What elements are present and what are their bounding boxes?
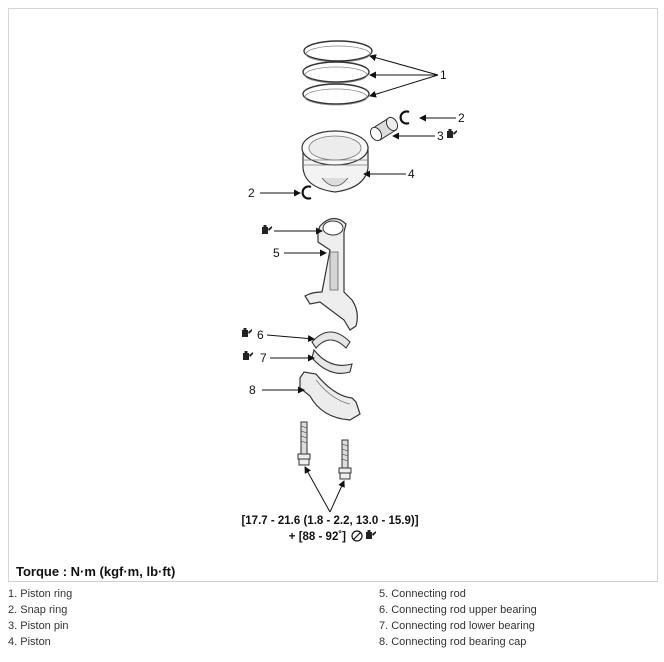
connecting-rod-bolts [297,421,352,480]
callout-7: 7 [260,351,267,365]
divider [8,581,658,582]
connecting-rod-upper-bearing [311,331,351,349]
legend-item: 1. Piston ring [8,588,73,600]
torque-spec-line-2: + [88 - 92˚] [289,531,346,543]
legend-item: 8. Connecting rod bearing cap [379,636,527,648]
callout-2a: 2 [458,111,465,125]
piston [301,130,369,193]
torque-caption: Torque : N·m (kgf·m, lb·ft) [16,564,176,579]
piston-pin [369,116,399,142]
oil-can-icon [447,129,457,138]
legend-right: 5. Connecting rod 6. Connecting rod uppe… [379,586,537,650]
legend-item: 7. Connecting rod lower bearing [379,620,535,632]
connecting-rod-bearing-cap [299,371,361,421]
legend-item: 5. Connecting rod [379,588,466,600]
callout-2b: 2 [248,186,255,200]
piston-rings [302,40,373,106]
callout-1: 1 [440,68,447,82]
legend-item: 4. Piston [8,636,51,648]
callout-4: 4 [408,167,415,181]
no-reuse-icon [351,530,363,542]
connecting-rod-lower-bearing [311,348,353,374]
torque-spec-line-1: [17.7 - 21.6 (1.8 - 2.2, 13.0 - 15.9)] [241,515,418,527]
oil-can-icon [262,225,272,234]
legend-left: 1. Piston ring 2. Snap ring 3. Piston pi… [8,586,72,650]
callout-6: 6 [257,328,264,342]
oil-can-icon [366,530,376,539]
snap-ring-top [399,110,410,125]
snap-ring-bottom [301,185,312,200]
oil-can-icon [243,351,253,360]
connecting-rod [304,217,358,331]
callout-5: 5 [273,246,280,260]
legend-item: 3. Piston pin [8,620,69,632]
exploded-piston-diagram: 1 2 3 4 2 5 6 7 [241,40,465,543]
oil-can-icon [242,328,252,337]
diagram-frame [8,8,658,581]
callout-3: 3 [437,129,444,143]
legend-item: 6. Connecting rod upper bearing [379,604,537,616]
callout-8: 8 [249,383,256,397]
legend-item: 2. Snap ring [8,604,68,616]
